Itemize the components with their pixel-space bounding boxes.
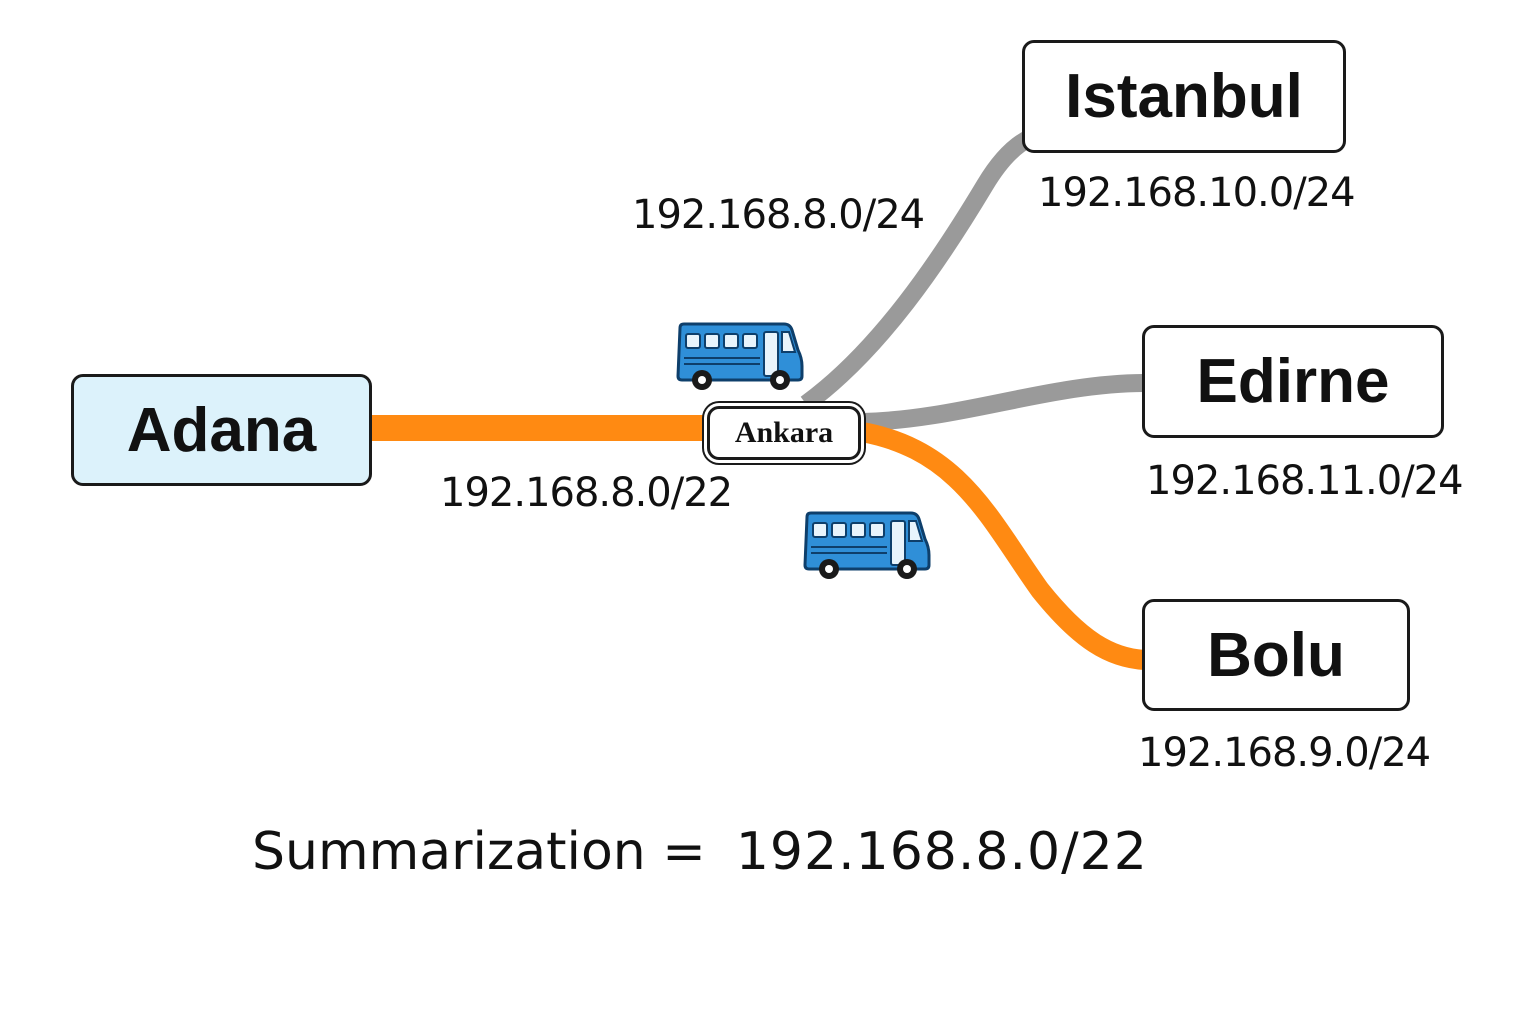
bus-icon — [676, 322, 804, 390]
router-edirne[interactable]: Edirne — [1142, 325, 1444, 438]
summarization-value: 192.168.8.0/22 — [735, 822, 1148, 882]
link-ankara-bolu — [860, 422, 1146, 670]
router-bolu[interactable]: Bolu — [1142, 599, 1410, 711]
summarization-label: Summarization = — [252, 822, 706, 882]
link-ankara-istanbul — [800, 129, 1035, 412]
network-label-edirne: 192.168.11.0/24 — [1146, 458, 1464, 504]
network-label-ankara-upper: 192.168.8.0/24 — [632, 192, 925, 238]
bus-icon — [803, 511, 931, 579]
router-istanbul[interactable]: Istanbul — [1022, 40, 1346, 153]
network-label-istanbul: 192.168.10.0/24 — [1038, 170, 1356, 216]
network-label-adana-link: 192.168.8.0/22 — [440, 470, 733, 516]
router-adana[interactable]: Adana — [71, 374, 372, 486]
link-ankara-edirne — [861, 374, 1146, 431]
summarization-line: Summarization = 192.168.8.0/22 — [252, 822, 1148, 882]
router-ankara[interactable]: Ankara — [707, 406, 861, 460]
network-label-bolu: 192.168.9.0/24 — [1138, 730, 1431, 776]
